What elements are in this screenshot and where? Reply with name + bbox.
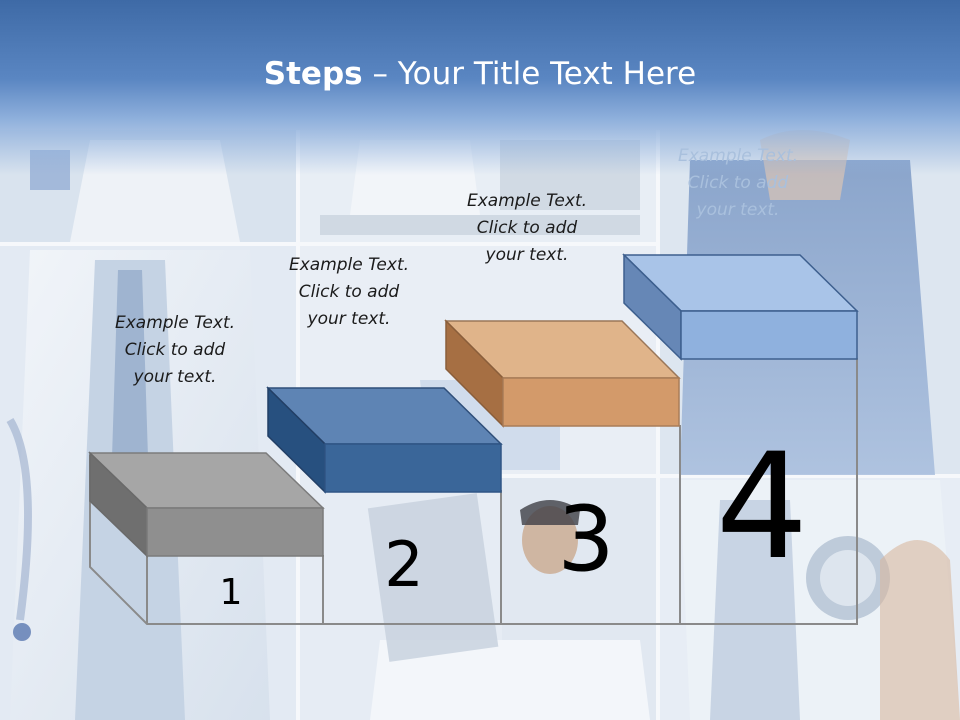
- step-3-line-2: Click to add: [476, 218, 578, 238]
- slide-title[interactable]: Steps – Your Title Text Here: [0, 52, 960, 96]
- step-3-line-1: Example Text.: [466, 191, 588, 211]
- step-2-text[interactable]: Example Text. Click to add your text.: [269, 252, 429, 333]
- step-4-line-3: your text.: [696, 200, 780, 220]
- title-bold: Steps: [263, 56, 363, 92]
- step-3-block[interactable]: [444, 319, 681, 428]
- step-2-line-2: Click to add: [298, 282, 400, 302]
- step-3-number: 3: [557, 487, 614, 592]
- step-3-text[interactable]: Example Text. Click to add your text.: [447, 188, 607, 269]
- step-2-line-1: Example Text.: [288, 255, 410, 275]
- title-rest: – Your Title Text Here: [362, 56, 697, 92]
- step-1-line-2: Click to add: [124, 340, 226, 360]
- step-1-block[interactable]: [88, 451, 325, 558]
- step-2-number: 2: [384, 528, 423, 601]
- steps-outline: [89, 358, 858, 625]
- step-1-line-1: Example Text.: [114, 313, 236, 333]
- step-4-line-1: Example Text.: [677, 146, 799, 166]
- step-4-block[interactable]: [622, 253, 859, 361]
- step-1-number: 1: [220, 572, 243, 613]
- step-2-line-3: your text.: [307, 309, 391, 329]
- step-4-number: 4: [716, 422, 809, 592]
- title-band: [0, 0, 960, 175]
- step-4-text[interactable]: Example Text. Click to add your text.: [658, 143, 818, 224]
- step-3-line-3: your text.: [485, 245, 569, 265]
- step-1-text[interactable]: Example Text. Click to add your text.: [95, 310, 255, 391]
- step-1-line-3: your text.: [133, 367, 217, 387]
- step-2-block[interactable]: [266, 386, 503, 494]
- step-4-line-2: Click to add: [687, 173, 789, 193]
